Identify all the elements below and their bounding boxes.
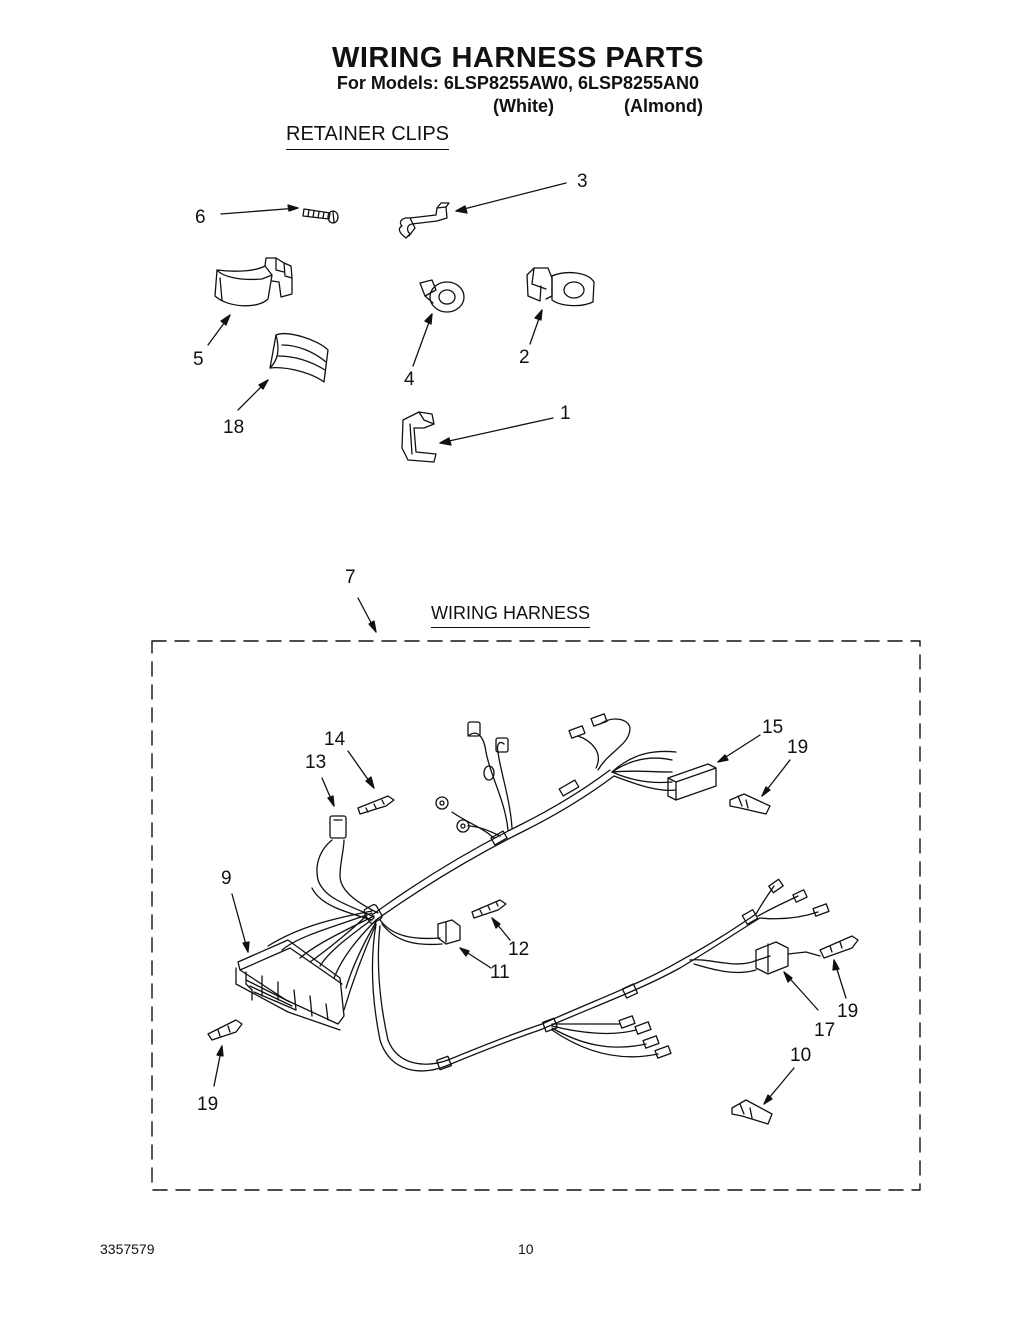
callout-17: 17: [814, 1020, 836, 1041]
leader-9: [232, 894, 249, 952]
connector-9-block: [236, 904, 383, 1030]
leader-19-top: [762, 760, 790, 796]
callout-9: 9: [221, 868, 232, 889]
callout-19-top: 19: [787, 737, 809, 758]
leader-2: [530, 310, 542, 344]
callout-10: 10: [790, 1045, 812, 1066]
leader-10: [764, 1068, 794, 1104]
callout-1: 1: [560, 403, 571, 424]
leader-7: [358, 598, 376, 632]
part-4-clip: [420, 280, 464, 312]
variant-white: (White): [493, 96, 554, 116]
models-subtitle: For Models: 6LSP8255AW0, 6LSP8255AN0: [336, 73, 700, 93]
variant-almond: (Almond): [624, 96, 703, 116]
callout-5: 5: [193, 349, 204, 370]
callout-12: 12: [508, 939, 530, 960]
callout-14: 14: [324, 729, 346, 750]
part-6-screw: [303, 209, 338, 223]
leader-19-right: [833, 960, 846, 998]
leader-3: [456, 183, 566, 213]
leader-15: [718, 735, 760, 762]
part-3-clip: [399, 203, 449, 238]
leader-13: [322, 778, 334, 806]
leader-1: [440, 418, 553, 445]
callout-11: 11: [490, 962, 510, 983]
leader-18: [238, 380, 268, 410]
leader-14: [348, 751, 374, 788]
callout-15: 15: [762, 717, 784, 738]
document-number: 3357579: [100, 1241, 155, 1257]
page-number: 10: [518, 1241, 534, 1257]
leader-6: [221, 205, 298, 214]
callout-2: 2: [519, 347, 530, 368]
leader-5: [208, 315, 230, 345]
terminal-14: [358, 796, 394, 814]
leader-11: [460, 948, 491, 968]
wiring-harness-heading: WIRING HARNESS: [431, 603, 591, 628]
branch-11: [380, 920, 460, 944]
terminal-19-top: [730, 794, 770, 814]
leader-19-left: [214, 1046, 223, 1086]
retainer-clips-heading: RETAINER CLIPS: [286, 123, 449, 150]
callout-6: 6: [195, 207, 206, 228]
callout-19-right: 19: [837, 1001, 859, 1022]
part-5-clip: [215, 258, 292, 306]
harness-boundary-box: [152, 641, 920, 1190]
part-2-clip: [527, 268, 594, 306]
callout-4: 4: [404, 369, 415, 390]
terminal-12: [472, 900, 506, 918]
part-18-sleeve: [270, 334, 328, 382]
terminal-19-right: [820, 936, 858, 958]
harness-trunk: [312, 714, 716, 920]
harness-lower: [373, 879, 829, 1071]
callout-3: 3: [577, 171, 588, 192]
callout-18: 18: [223, 417, 245, 438]
leader-17: [784, 972, 818, 1010]
terminal-19-left: [208, 1020, 242, 1040]
callout-13: 13: [305, 752, 327, 773]
callout-19-left: 19: [197, 1094, 219, 1115]
part-1-clip: [402, 412, 436, 462]
leader-4: [413, 314, 432, 366]
leader-12: [492, 918, 510, 940]
page-title: WIRING HARNESS PARTS: [332, 42, 704, 74]
terminal-10: [732, 1100, 772, 1124]
callout-7: 7: [345, 567, 356, 588]
